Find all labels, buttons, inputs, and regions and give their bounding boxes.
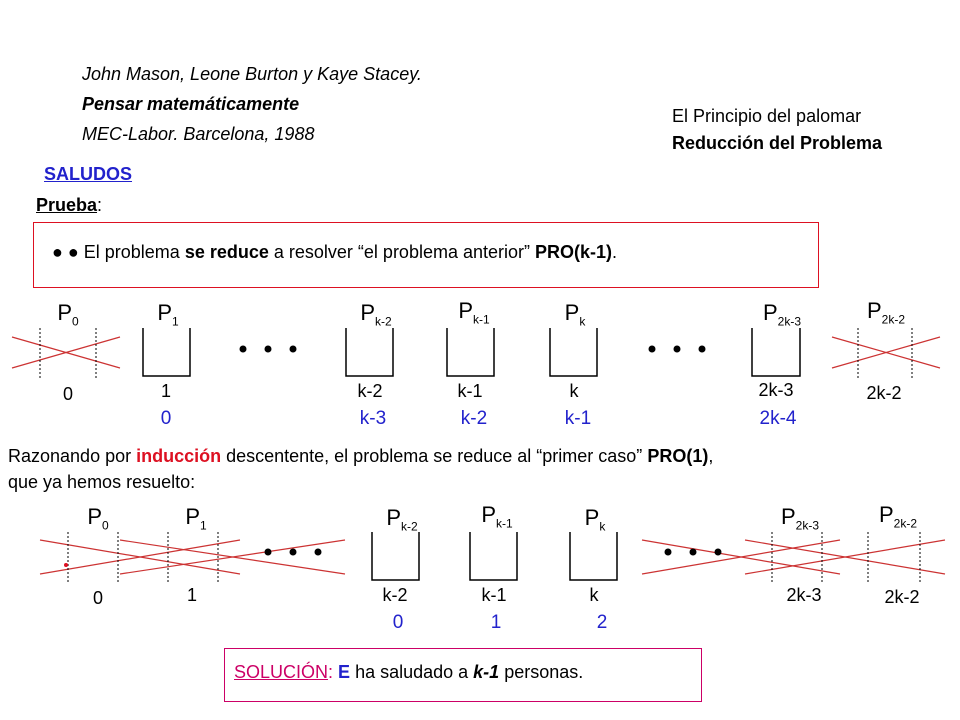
row1-box-k [549,328,598,377]
reference-title: Pensar matemáticamente [82,94,300,114]
row1-box-2k-3 [751,328,801,377]
claim-bullets: ● ● [52,242,79,262]
row1-hole-label-0: 0 [62,384,73,404]
row2-hole-label-0: 0 [92,588,103,608]
row1-hole-name-1: P1 [157,300,179,329]
row1-new-number-4: 2k-4 [759,408,797,429]
row1-ellipsis-2 [648,345,706,353]
solution-text: SOLUCIÓN: E ha saludado a k-1 personas. [234,662,584,682]
claim-part-3: a resolver “el problema anterior” [268,242,535,262]
row2-ellipsis-1 [264,548,322,556]
row2-hole-label-k: k [589,585,599,605]
row1-hole-label-1: 1 [160,381,171,401]
row1-ellipsis-1 [239,345,297,353]
prueba-colon: : [97,195,103,215]
claim-part-pro: PRO(k-1) [535,242,613,262]
induction-keyword: inducción [136,446,222,466]
row2-hole-name-2k-3: P2k-3 [780,504,820,533]
row2-new-number-0: 0 [392,612,404,633]
row1-box-k-1 [446,328,495,377]
reference-authors: John Mason, Leone Burton y Kaye Stacey. [82,64,422,84]
row2-ellipsis-2 [664,548,722,556]
row1-box-k-2 [345,328,394,377]
claim-part-1: El problema [83,242,185,262]
row2-hole-name-k-1: Pk-1 [481,502,513,531]
saludos-heading: SALUDOS [44,164,133,184]
row1-hole-label-k-1: k-1 [457,381,483,401]
topic-title: El Principio del palomar [672,106,862,126]
induction-line-2: que ya hemos resuelto: [8,472,196,492]
induction-line-1: Razonando por inducción descentente, el … [8,446,714,466]
row2-hole-name-2k-2: P2k-2 [878,502,918,531]
solution-box [224,648,702,702]
row1-crossed-hole-2k-2 [831,328,941,378]
claim-text: ● ● El problema se reduce a resolver “el… [52,242,617,263]
solution-e: E [338,662,351,682]
row2-hole-label-1: 1 [186,585,197,605]
induction-pro1: PRO(1) [647,446,709,466]
row1-hole-label-2k-2: 2k-2 [866,383,902,403]
row1-crossed-hole-0 [11,328,121,378]
row1-hole-name-k-1: Pk-1 [458,298,490,327]
prueba-heading: Prueba: [36,195,102,216]
row2-hole-label-k-1: k-1 [481,585,507,605]
claim-box [33,222,819,288]
row2-hole-label-2k-3: 2k-3 [786,585,822,605]
solution-colon: : [328,662,339,682]
row2-hole-label-2k-2: 2k-2 [884,587,920,607]
row2-crossed-holes-left [39,532,346,582]
row2-hole-name-0: P0 [87,504,109,533]
row2-box-k-2 [371,532,420,581]
row2-hole-label-k-2: k-2 [382,585,408,605]
claim-part-end: . [612,242,618,262]
claim-part-reduce: se reduce [184,242,269,262]
row1-hole-name-k-2: Pk-2 [360,300,392,329]
row1-hole-label-k: k [569,381,579,401]
row2-box-k [569,532,618,581]
row1-hole-name-2k-2: P2k-2 [866,298,906,327]
row2-crossed-holes-right [641,532,946,582]
row1-new-number-0: 0 [160,408,172,429]
row1-hole-name-0: P0 [57,300,79,329]
row1-hole-name-2k-3: P2k-3 [762,300,802,329]
row1-hole-name-k: Pk [564,300,586,329]
row1-hole-label-2k-3: 2k-3 [758,380,794,400]
row2-hole-name-k: Pk [584,505,606,534]
prueba-label: Prueba [36,195,98,215]
row2-new-number-2: 2 [596,612,608,633]
solution-k: k-1 [473,662,500,682]
row1-new-number-1: k-3 [359,408,387,429]
row2-hole-name-1: P1 [185,504,207,533]
row2-new-number-1: 1 [490,612,502,633]
row1-new-number-2: k-2 [460,408,488,429]
row2-box-k-1 [469,532,518,581]
solution-label: SOLUCIÓN [234,662,329,682]
row1-hole-label-k-2: k-2 [357,381,383,401]
reference-publisher: MEC-Labor. Barcelona, 1988 [82,124,315,144]
row1-box-1 [142,328,191,377]
topic-subtitle: Reducción del Problema [672,133,883,153]
row2-hole-name-k-2: Pk-2 [386,505,418,534]
row1-new-number-3: k-1 [564,408,592,429]
